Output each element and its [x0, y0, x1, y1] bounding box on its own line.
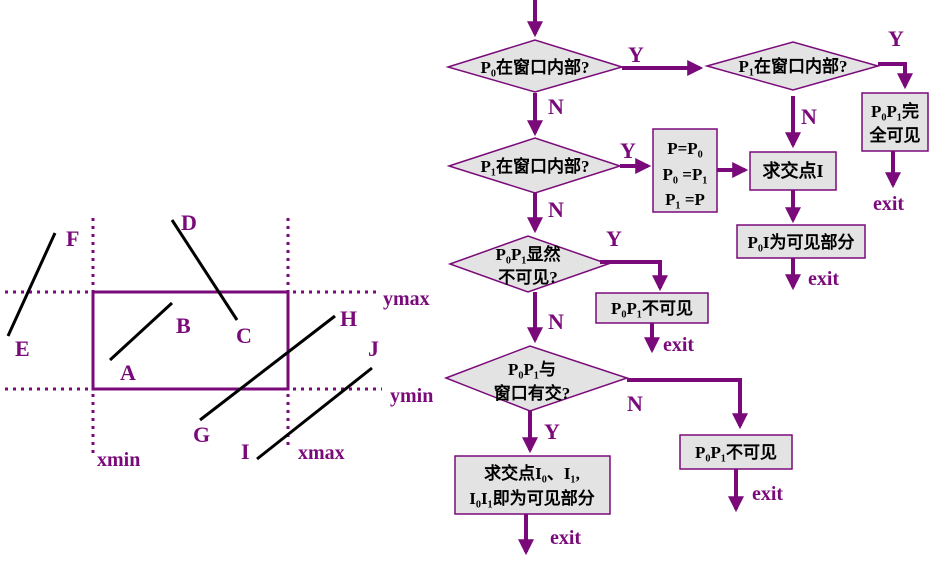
segment-ij [256, 366, 373, 461]
box-fully-visible-line1: P₀P₁完 [871, 101, 919, 121]
label-d1-no: N [548, 94, 564, 119]
segment-dc [170, 219, 239, 321]
label-point-f: F [66, 226, 79, 251]
arrow-d2-yes [878, 62, 913, 90]
label-ymax: ymax [383, 288, 430, 310]
label-d2-no: N [801, 104, 817, 129]
label-point-e: E [15, 336, 30, 361]
box-intersect-i0i1-line2: I₀I₁即为可见部分 [469, 488, 594, 508]
decision-p0-inside-text: P₀在窗口内部? [481, 57, 590, 77]
box-p0i-visible [736, 224, 866, 259]
label-xmin: xmin [97, 449, 140, 471]
label-d3-yes: Y [620, 138, 636, 163]
box-swap-line1: P=P₀ [667, 139, 703, 158]
box-intersect-i-text: 求交点I [762, 160, 823, 181]
decision-trivially-invisible-line1: P₀P₁显然 [496, 244, 561, 264]
label-d2-yes: Y [888, 26, 904, 51]
label-d4-no: N [548, 309, 564, 334]
label-d4-yes: Y [606, 226, 622, 251]
label-point-h: H [340, 306, 357, 331]
segment-ef [6, 232, 57, 337]
label-ymin: ymin [390, 385, 433, 407]
label-d5-yes: Y [544, 419, 560, 444]
box-swap-line3: P₁ =P [665, 190, 705, 209]
clip-window [91, 290, 290, 391]
label-point-i: I [241, 439, 250, 464]
box-invisible-1 [595, 292, 709, 324]
box-intersect-i0i1-line1: 求交点I₀、I₁, [484, 463, 580, 483]
clip-window-diagram: ymax ymin xmin xmax F E D B C A H J G I [5, 210, 433, 471]
box-invisible-2-text: P₀P₁不可见 [695, 443, 777, 462]
label-d3-no: N [548, 197, 564, 222]
label-point-g: G [193, 422, 210, 447]
segment-gh [199, 314, 336, 422]
label-point-a: A [120, 360, 136, 385]
exit-p0i-visible: exit [808, 268, 839, 290]
decision-trivially-invisible-line2: 不可见? [498, 268, 558, 287]
flowchart: P₀在窗口内部? Y P₁在窗口内部? Y P₀P₁完 全可见 exit N N… [443, 0, 929, 556]
label-xmax: xmax [298, 442, 345, 464]
arrow-d4-yes [600, 260, 668, 292]
decision-p1-inside-mid-text: P₁在窗口内部? [481, 156, 590, 176]
box-swap-line2: P₀ =P₁ [663, 165, 708, 184]
box-intersect-i [749, 151, 837, 191]
exit-fully-visible: exit [873, 193, 904, 215]
box-p0i-visible-text: P₀I为可见部分 [747, 232, 854, 252]
label-point-b: B [176, 313, 191, 338]
box-invisible-1-text: P₀P₁不可见 [611, 299, 693, 318]
box-intersect-i0i1 [454, 455, 611, 515]
decision-intersects-window-line1: P₀P₁与 [508, 360, 556, 379]
label-d1-yes: Y [628, 42, 644, 67]
box-fully-visible-line2: 全可见 [869, 125, 921, 145]
exit-intersect-i0i1: exit [550, 527, 581, 549]
decision-intersects-window-line2: 窗口有交? [494, 383, 571, 403]
label-point-d: D [181, 210, 197, 235]
decision-p1-inside-top-text: P₁在窗口内部? [739, 56, 848, 76]
exit-invisible-2: exit [752, 483, 783, 505]
arrow-d5-no [627, 378, 748, 430]
label-point-c: C [236, 323, 252, 348]
segment-ab [108, 301, 174, 362]
box-invisible-2 [679, 434, 793, 470]
label-d5-no: N [627, 391, 643, 416]
label-point-j: J [368, 336, 379, 361]
exit-invisible-1: exit [663, 334, 694, 356]
